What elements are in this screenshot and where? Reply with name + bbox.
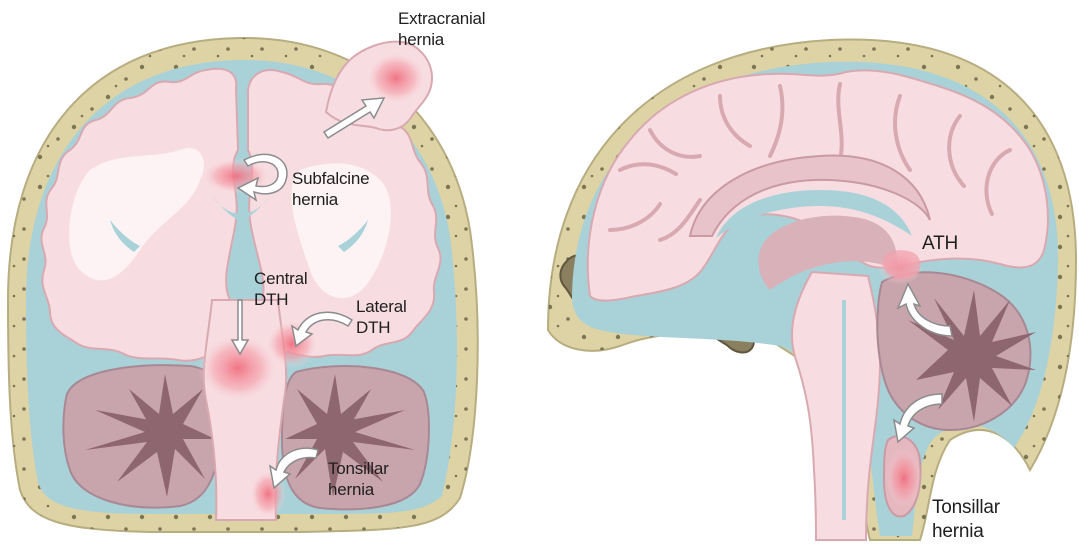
sagittal-brainstem [792, 272, 880, 540]
subfalcine-label-line2: hernia [292, 189, 369, 210]
tonsillar-left-label-line1: Tonsillar [328, 458, 389, 479]
tonsillar-hernia-left-label: Tonsillar hernia [328, 458, 389, 500]
tonsillar-right-label-line2: hernia [932, 520, 1000, 544]
tonsillar-left-label-line2: hernia [328, 479, 389, 500]
extracranial-label-line1: Extracranial [398, 8, 485, 29]
central-dth-label: Central DTH [254, 268, 307, 310]
lateral-dth-label-line2: DTH [356, 317, 407, 338]
extracranial-hernia-label: Extracranial hernia [398, 8, 485, 50]
ath-label-line1: ATH [922, 232, 958, 256]
tonsillar-right-label-line1: Tonsillar [932, 496, 1000, 520]
extracranial-label-line2: hernia [398, 29, 485, 50]
lateral-dth-label: Lateral DTH [356, 296, 407, 338]
lateral-dth-label-line1: Lateral [356, 296, 407, 317]
subfalcine-hernia-label: Subfalcine hernia [292, 168, 369, 210]
coronal-view [8, 38, 478, 532]
central-dth-label-line2: DTH [254, 289, 307, 310]
ath-label: ATH [922, 232, 958, 256]
subfalcine-label-line1: Subfalcine [292, 168, 369, 189]
tonsillar-hernia-right-label: Tonsillar hernia [932, 496, 1000, 544]
central-dth-label-line1: Central [254, 268, 307, 289]
sagittal-view [548, 39, 1076, 540]
